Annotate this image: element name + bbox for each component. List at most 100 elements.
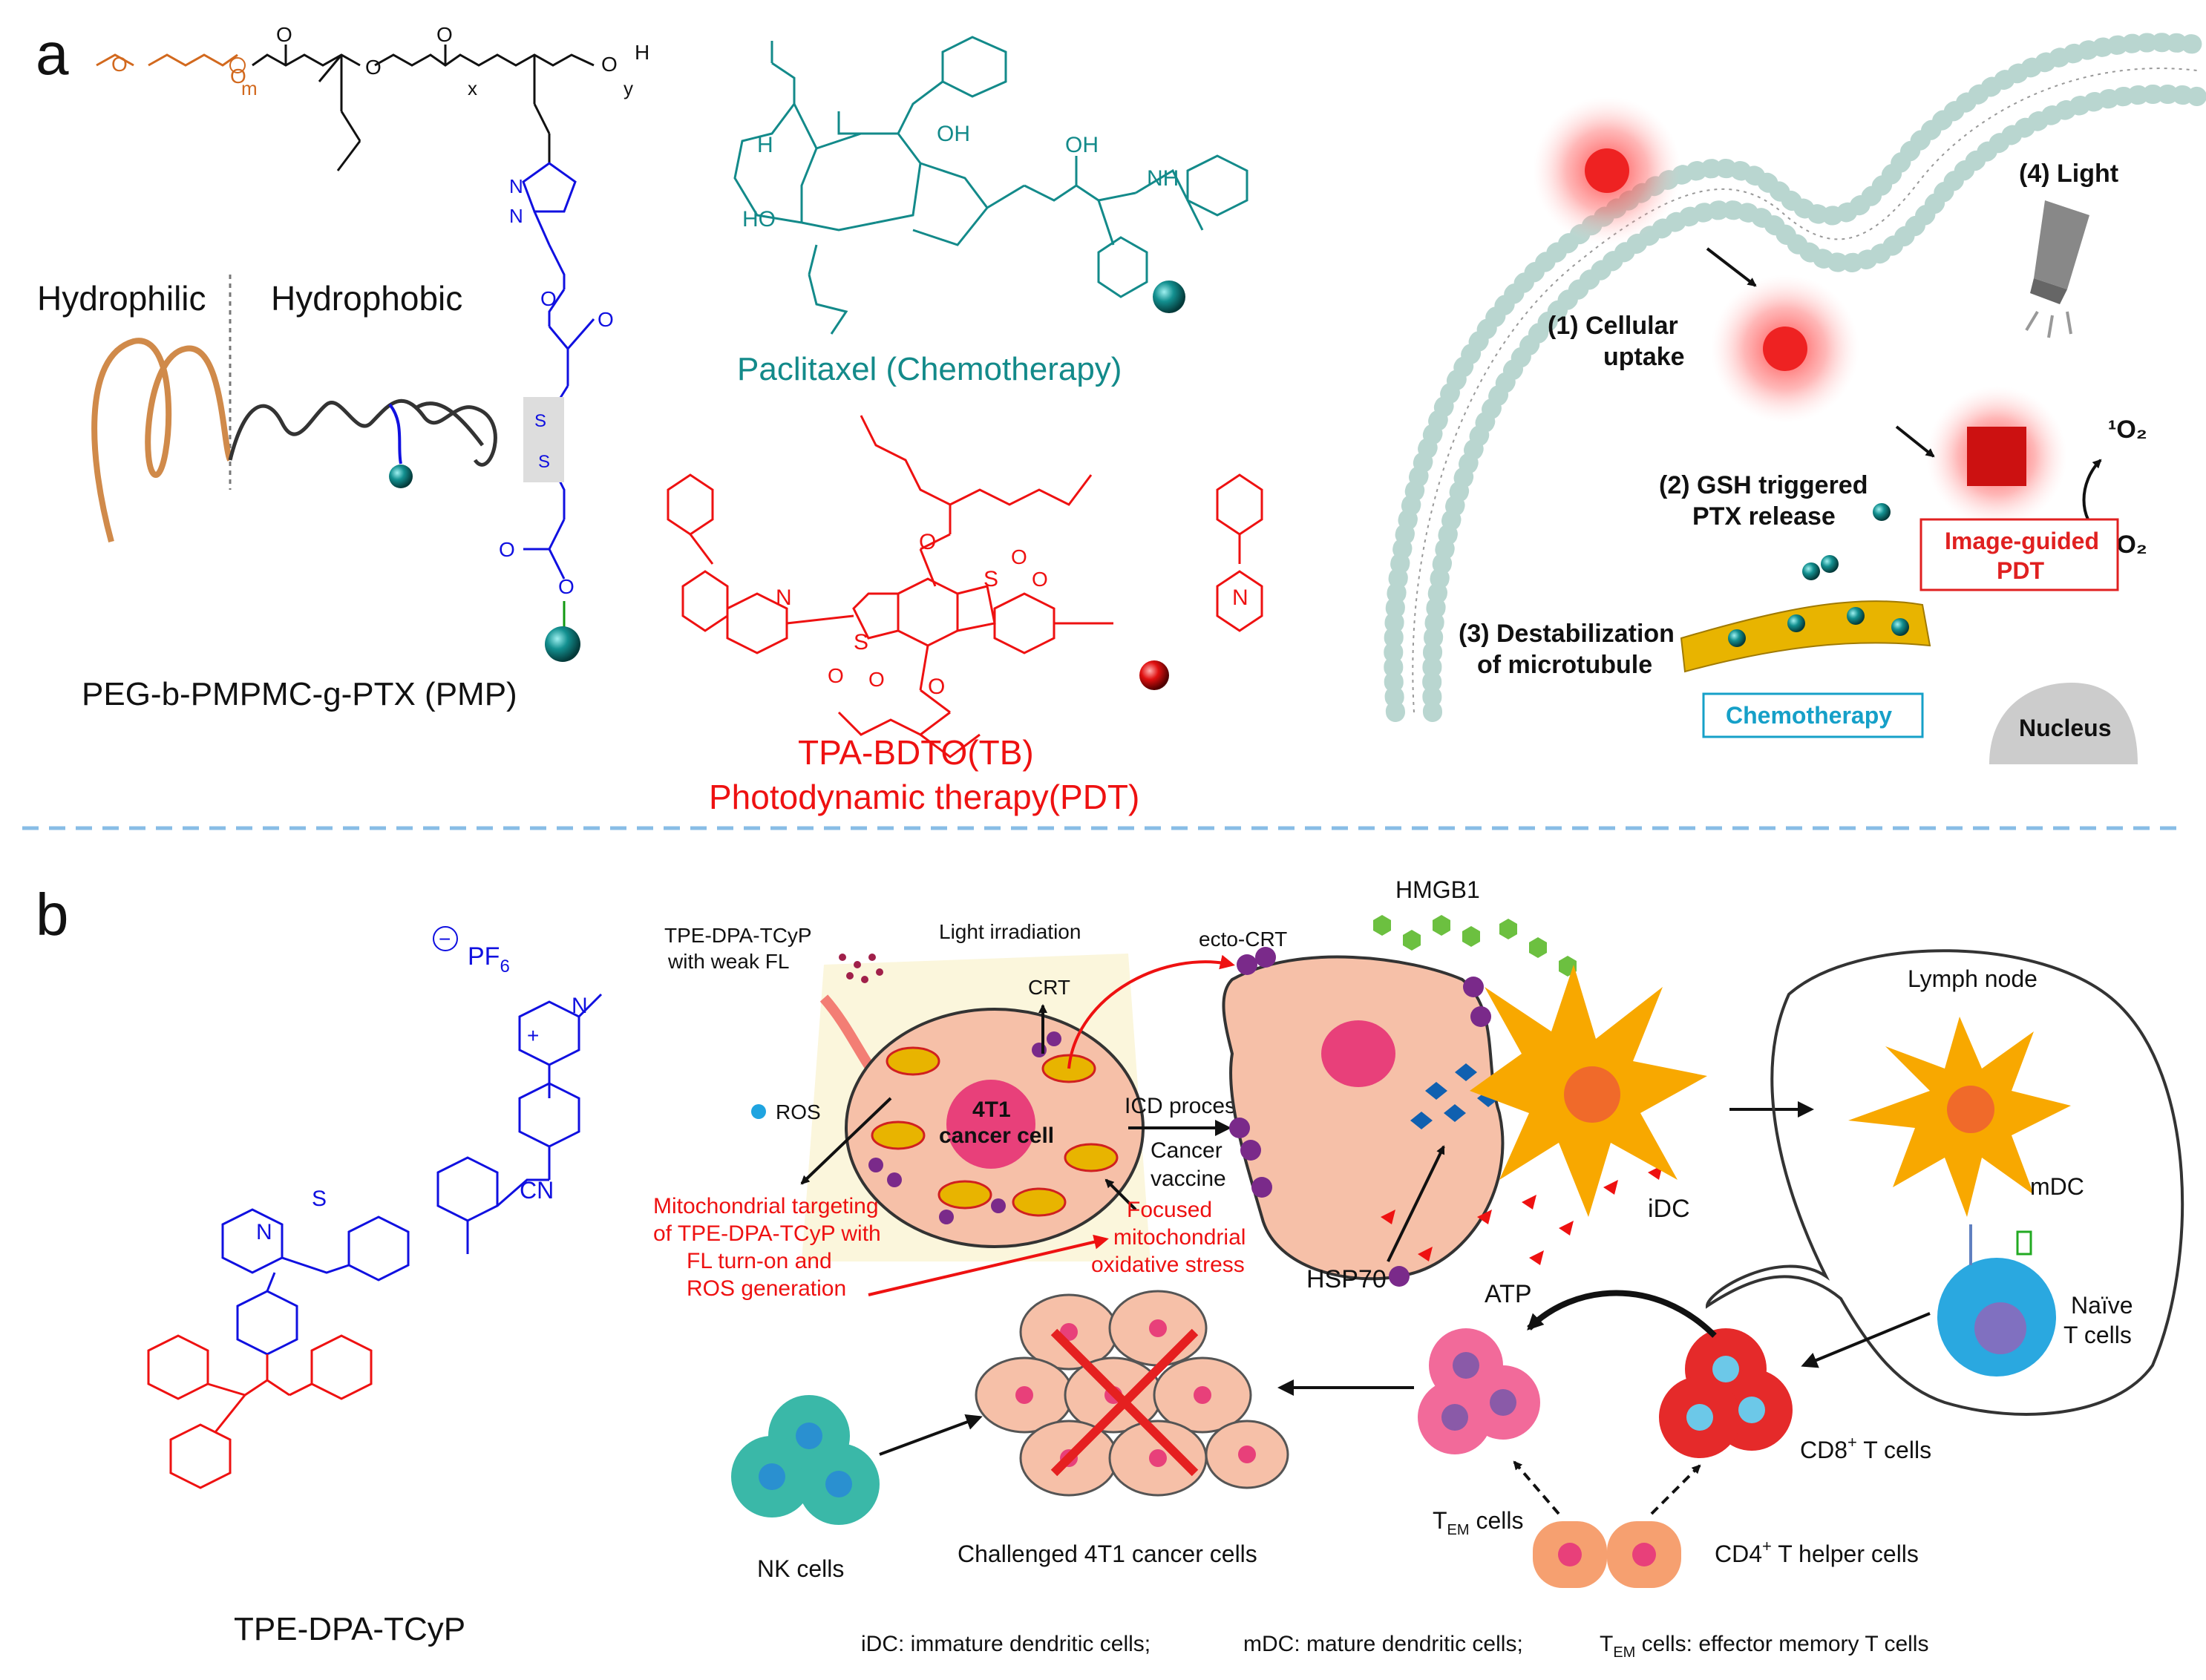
- mito-target-line-4: ROS generation: [687, 1276, 846, 1301]
- tpe-weak-line-1: TPE-DPA-TCyP: [664, 924, 812, 947]
- cell-membrane: [1384, 33, 2206, 722]
- aggregate: [1926, 386, 2067, 527]
- cancer-nucleus: [946, 1080, 1035, 1169]
- ptx-nh: NH: [1147, 166, 1179, 191]
- pyridinium-n: N: [572, 994, 588, 1018]
- nk-to-cancer-arrow: [879, 1414, 983, 1456]
- atom-o-3: O: [276, 23, 292, 46]
- cd8-label: CD8+ T cells: [1800, 1433, 1931, 1463]
- cd4-label: CD4+ T helper cells: [1715, 1537, 1919, 1567]
- atom-o-6: O: [601, 53, 618, 76]
- mito-target-arrow: [800, 1097, 892, 1185]
- mitochondria: [871, 1046, 1119, 1217]
- release-arrow: [1895, 425, 1935, 458]
- naive-line-2: T cells: [2063, 1322, 2132, 1348]
- uptake-arrow: [1706, 247, 1757, 287]
- cancer-vaccine-line-2: vaccine: [1151, 1167, 1226, 1191]
- tem-label: TEM cells: [1433, 1507, 1523, 1538]
- image-guided-box: [1919, 518, 2119, 591]
- focused-line-3: oxidative stress: [1091, 1253, 1245, 1277]
- lymph-node: [1705, 949, 2184, 1416]
- microtubule: [1680, 503, 1931, 673]
- ptx-h: H: [757, 133, 773, 157]
- minus-sign: −: [439, 928, 451, 951]
- peg-chain: [91, 338, 233, 543]
- step-1-line-1: (1) Cellular: [1548, 312, 1678, 340]
- cell-4t1-line-1: 4T1: [972, 1097, 1011, 1122]
- icd-process: ICD process: [1125, 1094, 1247, 1118]
- step-1-line-2: uptake: [1603, 343, 1685, 371]
- tcyp-structure: [147, 993, 603, 1489]
- atom-o-7: O: [540, 287, 557, 310]
- atom-s-2: S: [538, 452, 550, 472]
- dying-cell: [1222, 955, 1505, 1281]
- hsp70-label: HSP70: [1306, 1265, 1387, 1293]
- tb-s-2: S: [854, 630, 868, 654]
- tb-o-3: O: [1032, 568, 1048, 591]
- ptx-oh: OH: [937, 122, 970, 146]
- hydrophobic-chain: [228, 398, 497, 467]
- end-group-h: H: [635, 41, 649, 64]
- hmgb1-hexagons: [1373, 915, 1577, 977]
- pendant-linker: [388, 403, 402, 465]
- ptx-ho: HO: [742, 207, 776, 232]
- footer-idc: iDC: immature dendritic cells;: [861, 1632, 1151, 1656]
- ecto-crt-granules: [1229, 947, 1491, 1287]
- subscript-m: m: [241, 77, 258, 99]
- tb-ball: [1139, 660, 1169, 690]
- red-cross: [1050, 1328, 1199, 1477]
- cd8-to-tem-arrow: [1527, 1290, 1717, 1338]
- mito-target-line-2: of TPE-DPA-TCyP with: [653, 1221, 881, 1246]
- atp-triangles: [1381, 1165, 1663, 1265]
- hydrophilic-label: Hydrophilic: [37, 279, 206, 318]
- tb-o-1: O: [919, 530, 936, 554]
- polymer-name: PEG-b-PMPMC-g-PTX (PMP): [82, 676, 517, 712]
- step-3-line-2: of microtubule: [1477, 651, 1652, 679]
- step-4: (4) Light: [2019, 160, 2118, 188]
- atom-o-1: O: [111, 53, 128, 76]
- polymer-structure: [96, 45, 595, 580]
- mito-target-line-3: FL turn-on and: [687, 1249, 832, 1273]
- dying-cell-nucleus: [1321, 1020, 1395, 1087]
- nk-cells: [731, 1395, 880, 1525]
- tb-n-1: N: [776, 585, 792, 610]
- mdc-label: mDC: [2030, 1173, 2084, 1200]
- disulfide-highlight: [523, 397, 564, 482]
- micelle-2: [1711, 275, 1859, 423]
- step-3-line-1: (3) Destabilization: [1459, 620, 1675, 648]
- step-2-line-1: (2) GSH triggered: [1659, 471, 1868, 499]
- atom-n-2: N: [509, 205, 523, 227]
- micelle-1: [1533, 96, 1681, 245]
- cd4-to-tem-arrow: [1513, 1460, 1560, 1515]
- tb-o-4: O: [828, 664, 844, 687]
- nucleus-label: Nucleus: [2019, 715, 2111, 741]
- atom-o-10: O: [558, 575, 575, 598]
- footer-mdc: mDC: mature dendritic cells;: [1243, 1632, 1523, 1656]
- lymph-node-label: Lymph node: [1908, 965, 2038, 992]
- tpe-weak-line-2: with weak FL: [667, 950, 789, 973]
- mdc-nucleus: [1947, 1086, 1994, 1133]
- naive-line-1: Naïve: [2071, 1292, 2133, 1319]
- singlet-o2: ¹O₂: [2108, 416, 2147, 444]
- hydrophobic-label: Hydrophobic: [271, 279, 462, 318]
- ptx-ball: [1153, 280, 1185, 313]
- cell-4t1-line-2: cancer cell: [939, 1123, 1054, 1148]
- tcr-receptor: [2016, 1230, 2032, 1256]
- cd8-cells: [1659, 1328, 1793, 1458]
- panel-a-label: a: [36, 21, 69, 87]
- cd4-cells: [1533, 1521, 1681, 1588]
- panel-b-label: b: [36, 882, 69, 948]
- ros-legend-dot: [751, 1104, 766, 1119]
- ptx-caption: Paclitaxel (Chemotherapy): [737, 351, 1122, 387]
- footer-tem: TEM cells: effector memory T cells: [1600, 1632, 1928, 1661]
- image-guided-line-1: Image-guided: [1945, 528, 2099, 554]
- plus-sign: +: [527, 1024, 539, 1047]
- ptx-ball-polymer: [545, 626, 580, 662]
- naive-t-nucleus: [1974, 1302, 2026, 1354]
- hmgb1-label: HMGB1: [1395, 876, 1480, 903]
- tb-o-5: O: [868, 668, 885, 691]
- cd4-to-cd8-arrow: [1650, 1464, 1701, 1515]
- minus-circle: [433, 926, 458, 951]
- tb-o-6: O: [928, 675, 945, 699]
- atom-o-5: O: [436, 23, 453, 46]
